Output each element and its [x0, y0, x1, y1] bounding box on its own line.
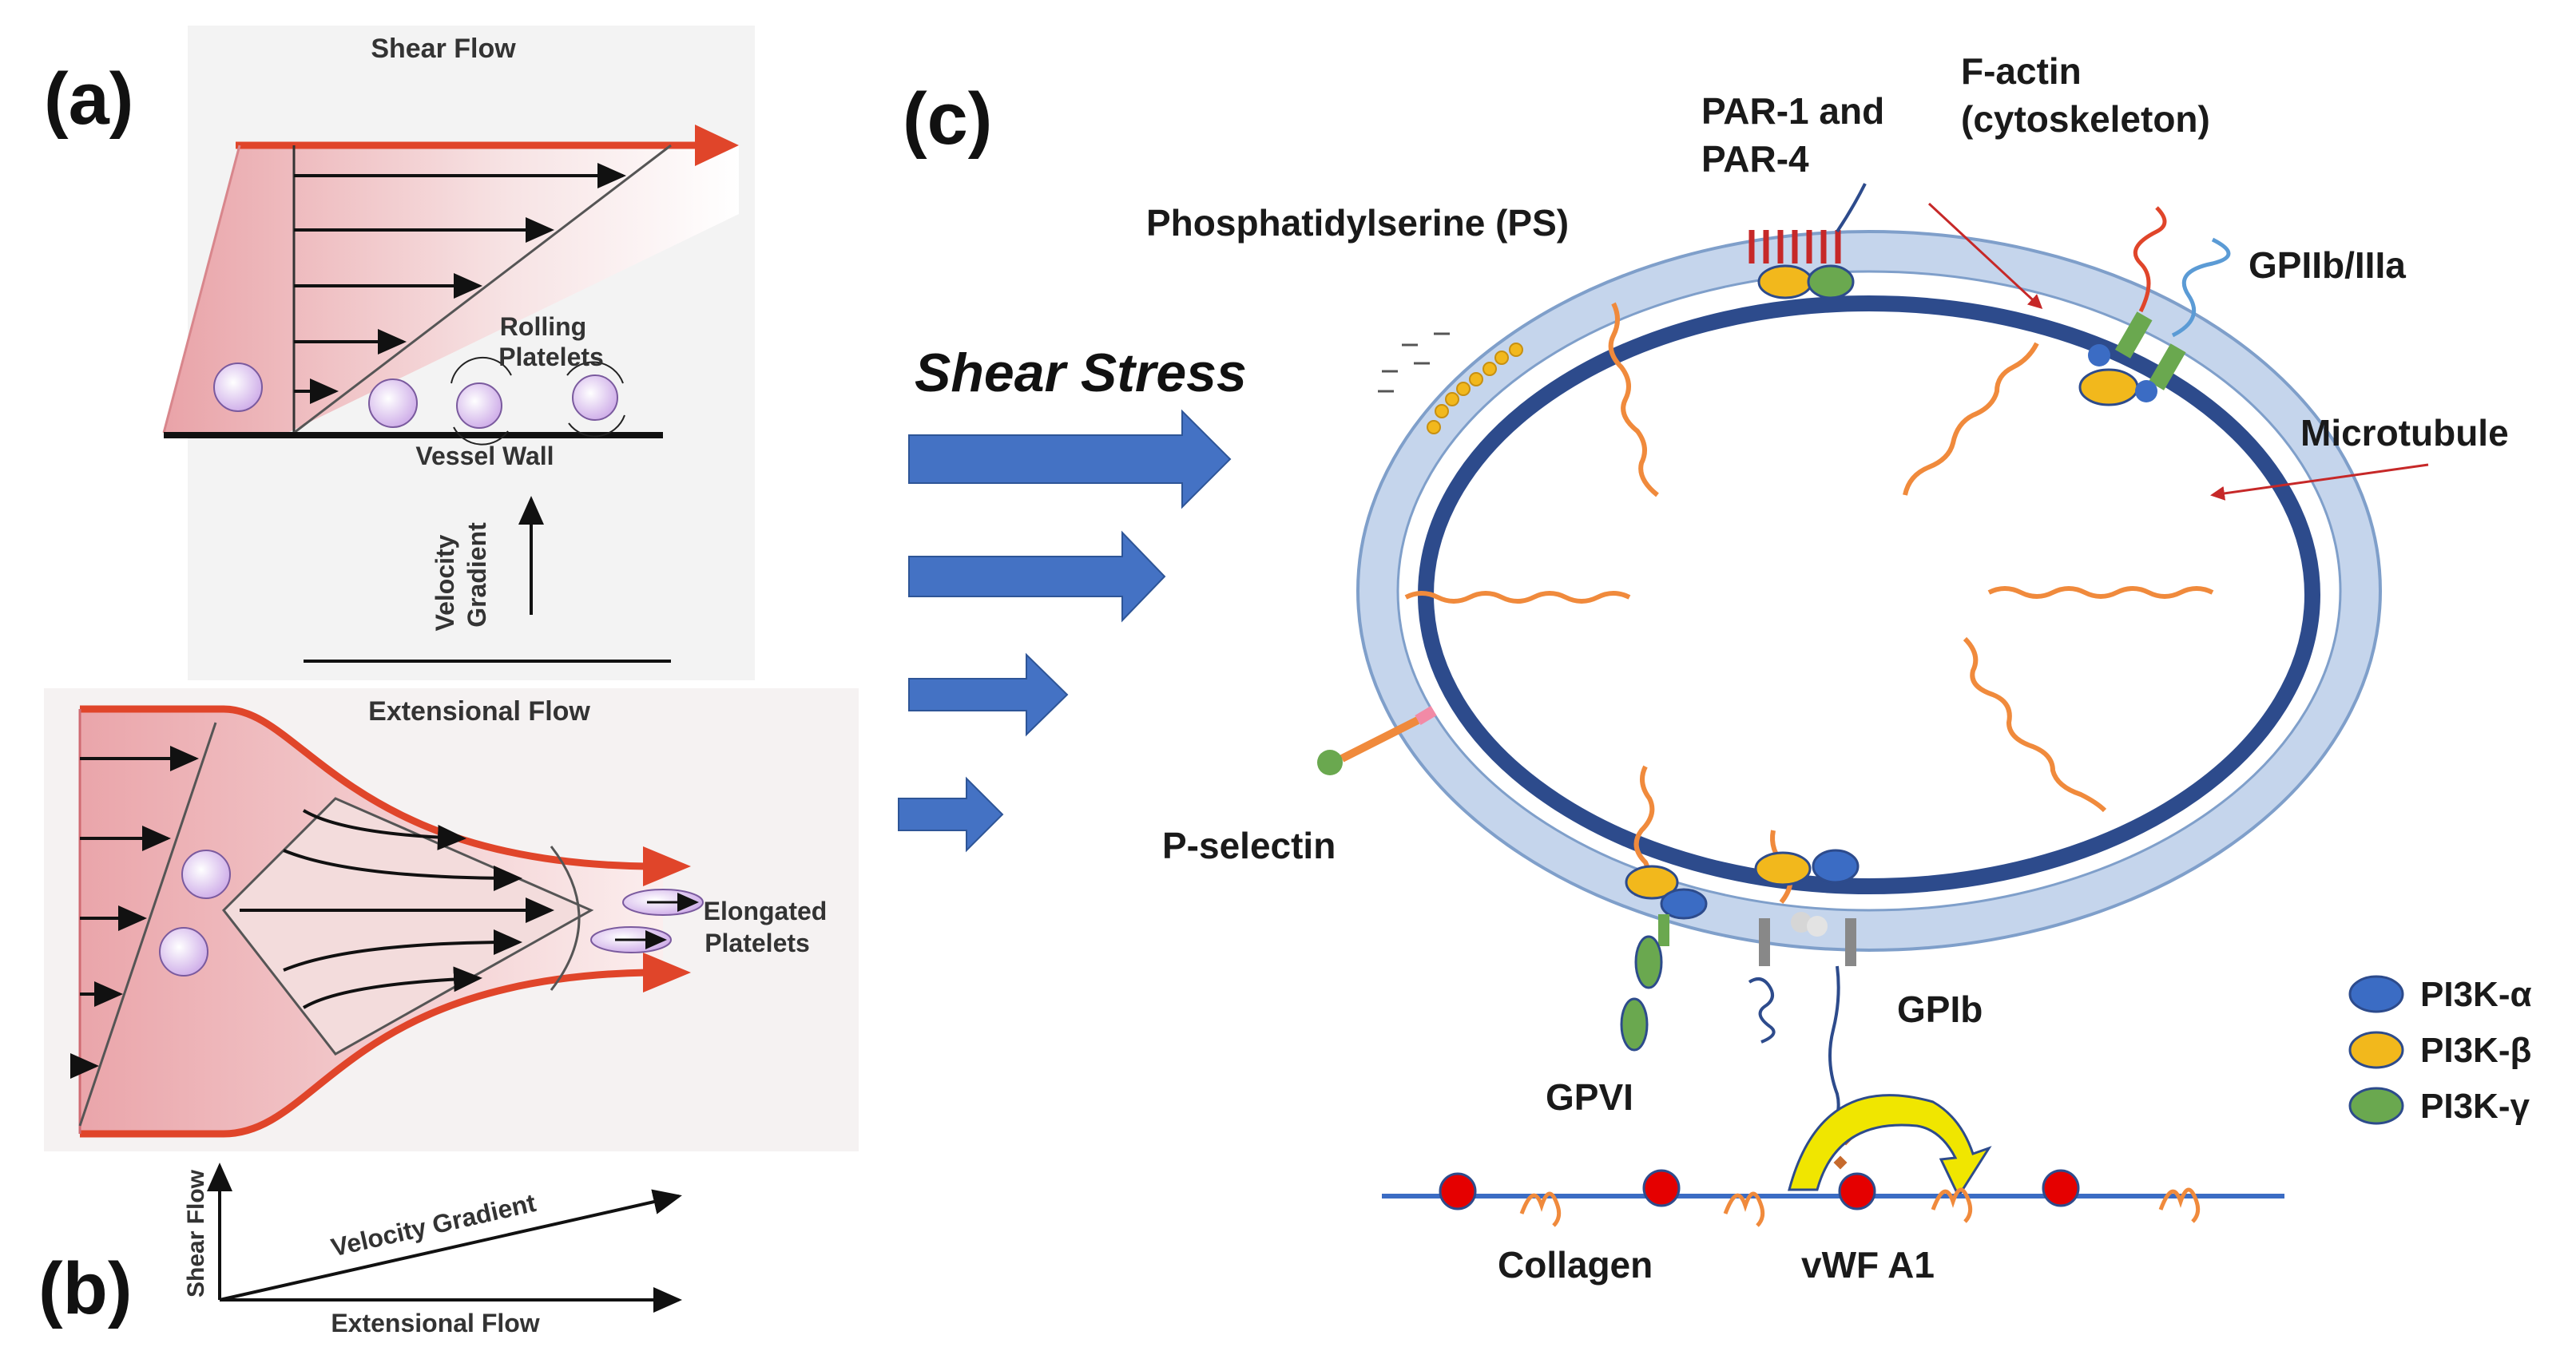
gpib-complex	[1748, 849, 1860, 1194]
axis-y-label: Shear Flow	[183, 1169, 209, 1298]
vessel-wall-label: Vessel Wall	[415, 442, 554, 470]
panel-a: Shear Flow Rolling Platelets Ves	[162, 26, 755, 680]
top-flow-arrowhead	[695, 125, 739, 166]
panel-label-b: (b)	[38, 1248, 132, 1329]
factin-label-2: (cytoskeleton)	[1961, 98, 2210, 140]
spherical-platelets	[159, 850, 231, 977]
par-pi3k-gamma	[1807, 264, 1855, 299]
panel-label-a: (a)	[44, 58, 133, 140]
legend-swatch-gamma	[2348, 1087, 2404, 1125]
gpiib-label: GPIIb/IIIa	[2249, 244, 2406, 286]
gradient-label-1: Velocity	[431, 534, 459, 631]
panel-c: Shear Stress	[898, 50, 2532, 1286]
shear-velocity-arrows	[294, 163, 626, 404]
p-selectin-label: P-selectin	[1162, 825, 1336, 866]
legend: PI3K-α PI3K-β PI3K-γ	[2348, 975, 2532, 1126]
rolling-label-2: Platelets	[498, 343, 604, 371]
curved-yellow-arrow	[1788, 1094, 1992, 1199]
negative-charges	[1378, 332, 1450, 393]
legend-item: PI3K-β	[2348, 1031, 2531, 1070]
rotation-arrows	[451, 356, 625, 446]
panel-b: Extensional Flow	[44, 688, 859, 1337]
panel-label-c: (c)	[903, 78, 992, 160]
par-pi3k-beta	[1757, 264, 1813, 299]
axis-diagonal	[219, 1189, 682, 1302]
factin-label-1: F-actin	[1961, 50, 2082, 92]
upper-wall	[80, 705, 648, 870]
front-curve	[550, 846, 581, 991]
legend-label-beta: PI3K-β	[2420, 1031, 2531, 1070]
extension-region-outline	[222, 797, 594, 1056]
legend-item: PI3K-γ	[2348, 1087, 2530, 1126]
inlet-arrows	[70, 746, 199, 1079]
axis-x-label: Extensional Flow	[331, 1309, 539, 1337]
factin-pointer	[1927, 202, 2043, 310]
shear-stress-arrows	[898, 409, 1232, 853]
collagen-label: Collagen	[1498, 1244, 1653, 1286]
left-boundary	[162, 145, 241, 434]
par-receptor	[1748, 230, 1841, 263]
vwf-label: vWF A1	[1801, 1244, 1935, 1286]
rolling-platelets	[213, 363, 618, 429]
legend-swatch-alpha	[2348, 975, 2404, 1013]
lower-wall	[80, 969, 648, 1138]
elongated-label-2: Platelets	[705, 929, 810, 957]
microtubule-label: Microtubule	[2300, 412, 2509, 454]
p-selectin-molecule	[1317, 705, 1437, 775]
shear-stress-label: Shear Stress	[915, 343, 1247, 403]
par-label-2: PAR-4	[1701, 138, 1809, 180]
gpib-label: GPIb	[1897, 989, 1983, 1030]
velocity-profile	[293, 144, 672, 434]
converging-streamlines	[240, 809, 554, 1009]
ps-label: Phosphatidylserine (PS)	[1146, 202, 1569, 244]
gpvi-label: GPVI	[1546, 1076, 1633, 1118]
panel-a-title: Shear Flow	[371, 34, 516, 64]
ps-molecules	[1427, 343, 1523, 434]
membrane-inner-edge	[1396, 270, 2342, 912]
elongation-arrows	[615, 893, 699, 949]
par-tail	[1836, 183, 1867, 233]
legend-label-gamma: PI3K-γ	[2420, 1087, 2530, 1126]
par-label-1: PAR-1 and	[1701, 90, 1884, 132]
elongated-label-1: Elongated	[704, 897, 828, 925]
collagen-fibers	[1519, 1187, 2201, 1227]
actin-filaments	[1404, 302, 2214, 904]
inlet-profile	[78, 722, 217, 1127]
legend-item: PI3K-α	[2348, 975, 2532, 1014]
gpiib-receptor	[2078, 206, 2231, 406]
panel-b-title: Extensional Flow	[368, 696, 590, 727]
legend-label-alpha: PI3K-α	[2420, 975, 2532, 1014]
vwf-dots	[1439, 1169, 2080, 1210]
microtubule-pointer	[2210, 463, 2429, 501]
gpvi-complex	[1620, 865, 1708, 1052]
upper-arrowhead	[643, 846, 691, 886]
gradient-label-2: Gradient	[462, 522, 491, 628]
rolling-label-1: Rolling	[500, 312, 586, 341]
shear-flow-region	[164, 145, 739, 433]
lower-arrowhead	[643, 953, 691, 992]
legend-swatch-beta	[2348, 1031, 2404, 1069]
